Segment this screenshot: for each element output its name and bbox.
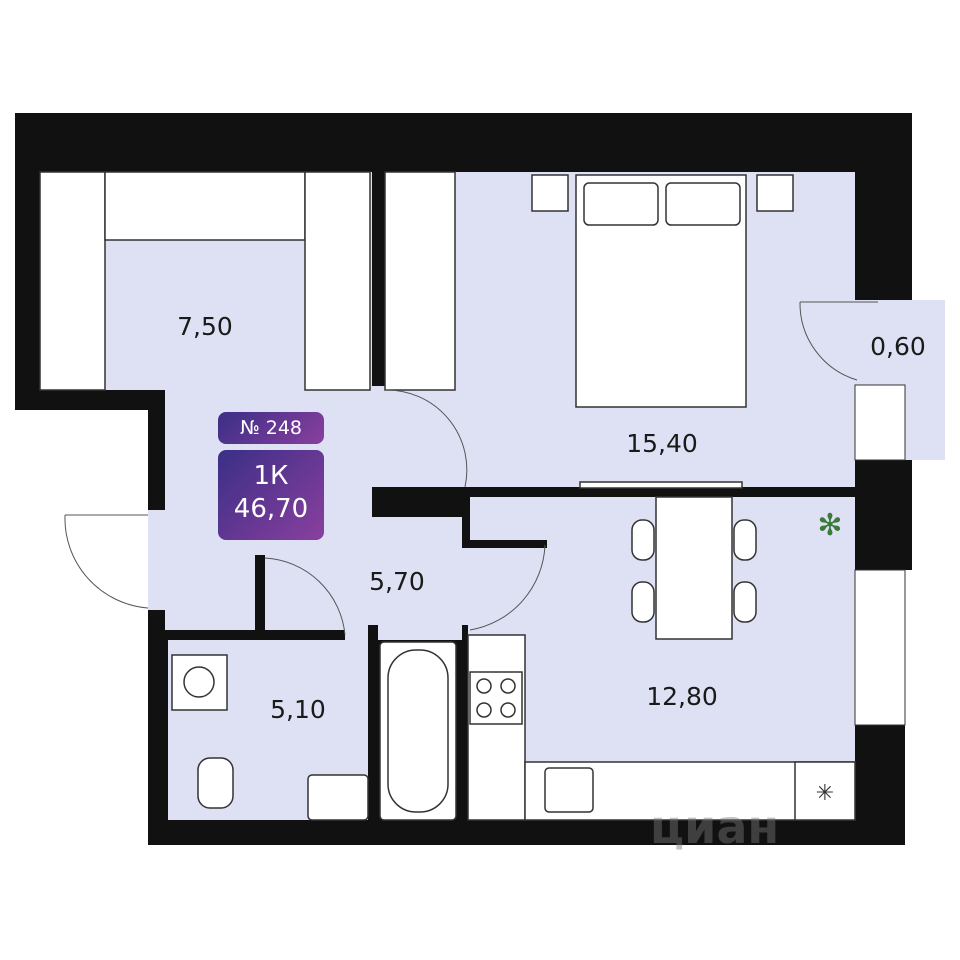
- toilet: [197, 757, 234, 809]
- apartment-summary-badge: 1К 46,70: [218, 450, 324, 540]
- wall-bed-kitchen: [372, 487, 855, 497]
- area-wardrobe: 7,50: [177, 312, 233, 341]
- nightstand: [531, 174, 569, 212]
- area-bathroom: 5,10: [270, 695, 326, 724]
- door-kitchen: [469, 544, 546, 631]
- plant-icon: ✻: [817, 508, 842, 543]
- wardrobe-left: [39, 171, 106, 391]
- area-kitchen: 12,80: [646, 682, 718, 711]
- kitchen-counter-side: [467, 634, 526, 821]
- bathroom-sink: [307, 774, 369, 821]
- wardrobe-bedroom: [384, 171, 456, 391]
- watermark-text: циан: [650, 800, 780, 854]
- door-entrance: [64, 514, 149, 609]
- area-hallway: 5,70: [369, 567, 425, 596]
- wardrobe-right: [304, 171, 371, 391]
- area-balcony: 0,60: [870, 332, 926, 361]
- kitchen-sink: [544, 767, 594, 813]
- door-bathroom: [264, 557, 346, 636]
- wardrobe-top: [104, 171, 306, 241]
- door-balcony: [799, 301, 878, 381]
- apartment-type: 1К: [253, 461, 289, 491]
- stove: [469, 671, 523, 725]
- tv-stand: [579, 481, 743, 489]
- nightstand: [756, 174, 794, 212]
- room-hallway-entrance: [148, 510, 168, 610]
- apartment-total-area: 46,70: [233, 494, 309, 524]
- fridge-icon: ✳: [816, 781, 834, 806]
- fridge: [794, 761, 856, 821]
- area-bedroom: 15,40: [626, 429, 698, 458]
- watermark-logo: циан: [650, 800, 779, 854]
- apartment-number-badge: № 248: [218, 412, 324, 444]
- balcony-window: [854, 384, 906, 461]
- dining-table: [655, 496, 733, 640]
- door-hall-bedroom: [384, 389, 468, 488]
- window-right: [854, 569, 906, 726]
